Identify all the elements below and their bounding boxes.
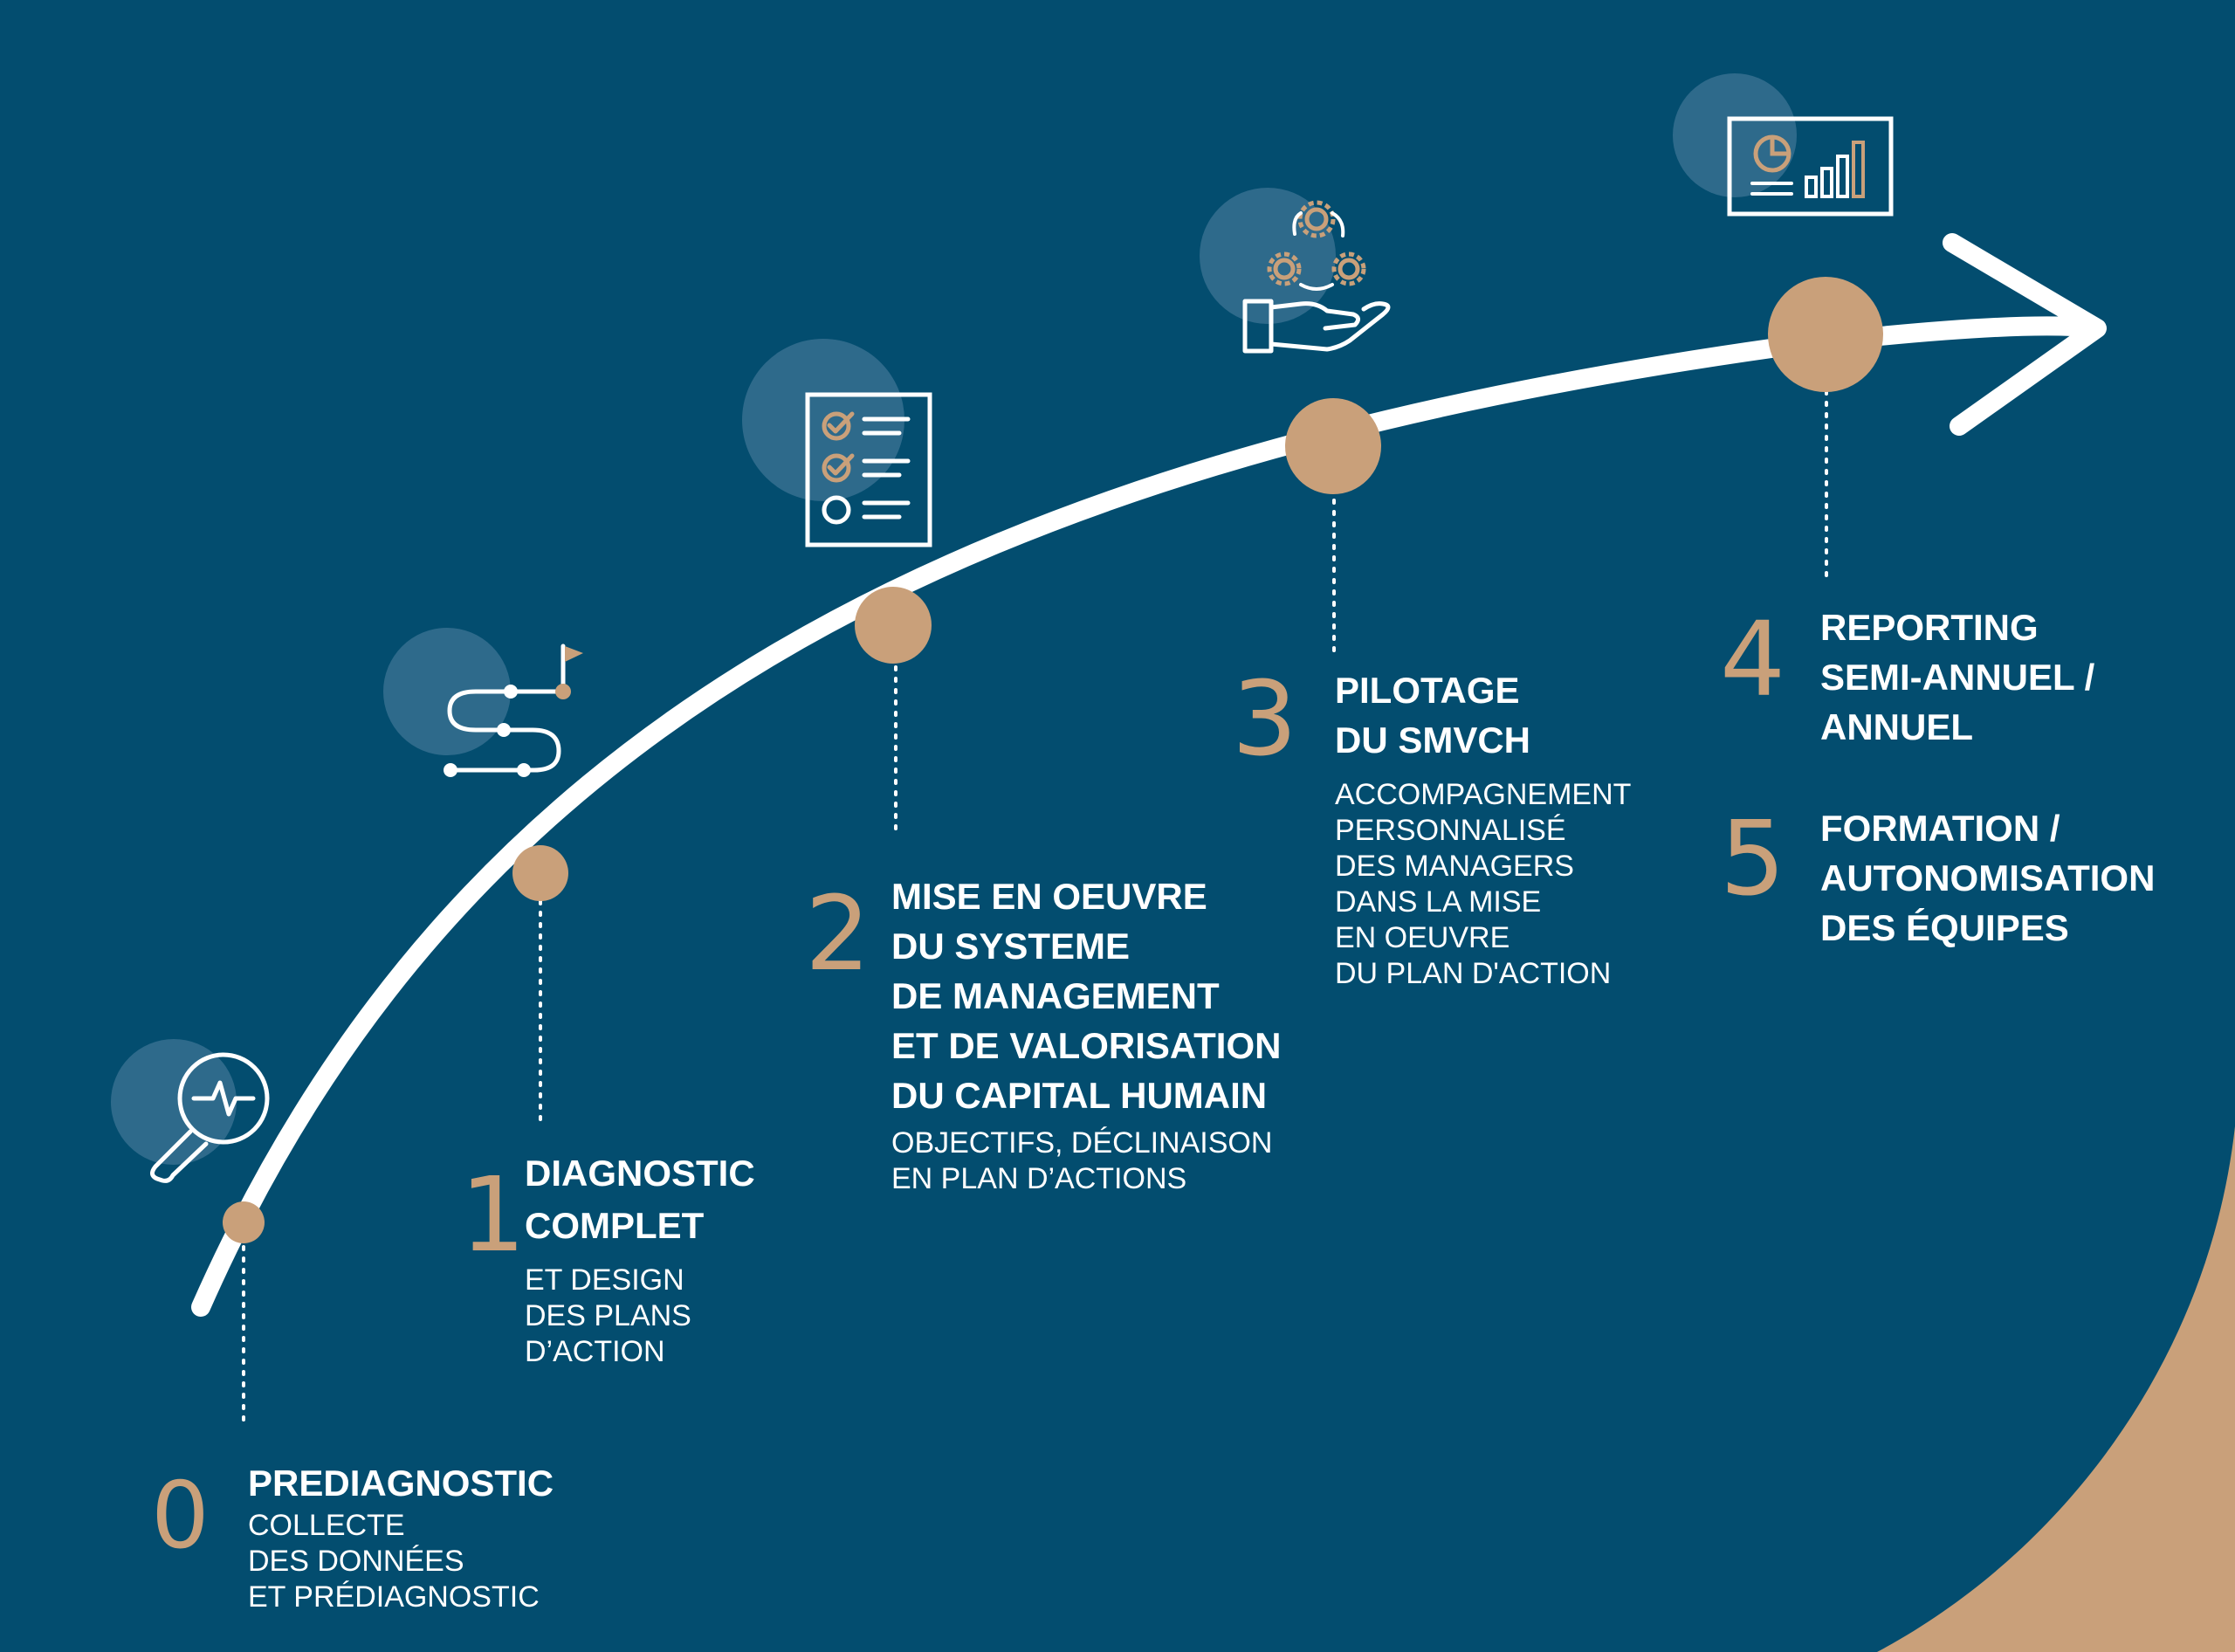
step-title: MISE EN OEUVRE DU SYSTEME DE MANAGEMENT … (891, 876, 1282, 1116)
milestone-dot-0 (223, 1201, 265, 1243)
step-4: 4 REPORTING SEMI-ANNUEL / ANNUEL (1720, 602, 2209, 760)
milestone-dot-4 (1768, 277, 1883, 392)
step-title: PILOTAGE DU SMVCH (1335, 670, 1531, 761)
step-title: FORMATION / AUTONOMISATION DES ÉQUIPES (1820, 808, 2156, 948)
step-1: 1 DIAGNOSTIC COMPLET ET DESIGN DES PLANS… (460, 1147, 809, 1383)
step-0: 0 PREDIAGNOSTIC COLLECTE DES DONNÉES ET … (151, 1448, 622, 1640)
step-title: REPORTING SEMI-ANNUEL / ANNUEL (1820, 607, 2095, 747)
checklist-icon (742, 339, 932, 547)
step-2: 2 MISE EN OEUVRE DU SYSTEME DE MANAGEMEN… (805, 871, 1329, 1221)
milestone-dot-1 (512, 845, 568, 901)
step-number: 5 (1720, 798, 1786, 919)
corner-accent-shape (1877, 1126, 2235, 1652)
step-5: 5 FORMATION / AUTONOMISATION DES ÉQUIPES (1720, 803, 2209, 960)
step-description: OBJECTIFS, DÉCLINAISON EN PLAN D’ACTIONS (891, 1126, 1273, 1195)
dashboard-chart-icon (1673, 73, 1894, 217)
milestone-dot-3 (1285, 398, 1381, 494)
growth-curve (191, 316, 2105, 1317)
step-description: ET DESIGN DES PLANS D’ACTION (525, 1263, 691, 1368)
step-title: PREDIAGNOSTIC (248, 1463, 554, 1504)
step-number: 4 (1720, 599, 1786, 719)
roadmap-flag-icon (383, 628, 583, 777)
curve-arrowhead (1943, 233, 2107, 436)
step-number: 2 (805, 873, 871, 994)
step-3: 3 PILOTAGE DU SMVCH ACCOMPAGNEMENT PERSO… (1232, 665, 1651, 997)
milestone-dot-2 (855, 587, 932, 664)
step-description: ACCOMPAGNEMENT PERSONNALISÉ DES MANAGERS… (1335, 778, 1632, 990)
step-number: 0 (151, 1463, 210, 1569)
magnifier-pulse-icon (111, 1039, 270, 1183)
step-description: COLLECTE DES DONNÉES ET PRÉDIAGNOSTIC (248, 1509, 540, 1614)
step-title: DIAGNOSTIC COMPLET (525, 1153, 755, 1246)
step-number: 1 (460, 1154, 526, 1275)
step-number: 3 (1232, 658, 1298, 779)
hand-gears-icon (1200, 188, 1391, 354)
